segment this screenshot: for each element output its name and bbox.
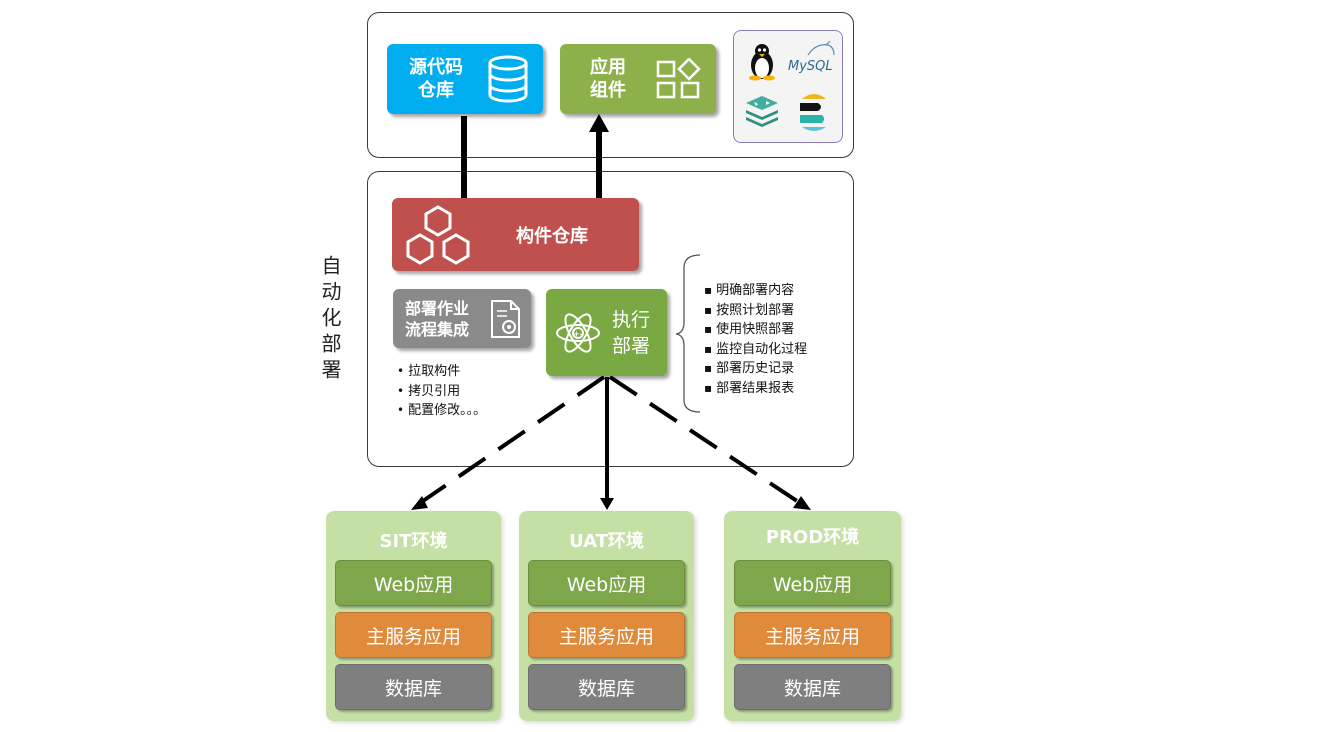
app-components-block: 应用 组件	[560, 44, 716, 114]
workflow-block: 部署作业 流程集成	[393, 289, 531, 348]
tier-database: 数据库	[734, 664, 891, 710]
features-brace	[675, 254, 701, 413]
env-prod-title: PROD环境	[765, 527, 860, 548]
components-icon	[656, 58, 701, 99]
list-item: 按照计划部署	[704, 301, 844, 321]
app-components-label: 应用 组件	[590, 57, 626, 101]
source-repo-block: 源代码 仓库	[387, 44, 543, 114]
side-label: 自动化部署	[318, 255, 342, 385]
tier-web: Web应用	[734, 560, 891, 606]
tech-logos-box: MySQL	[733, 30, 843, 143]
list-item: 监控自动化过程	[704, 340, 844, 360]
env-uat: UAT环境 Web应用 主服务应用 数据库	[519, 511, 694, 721]
tier-database: 数据库	[528, 664, 685, 710]
mysql-text: MySQL	[788, 59, 833, 74]
list-item: 拷贝引用	[397, 382, 537, 402]
mysql-dolphin-icon	[807, 41, 835, 56]
tier-main-service: 主服务应用	[734, 612, 891, 658]
execute-to-prod-dashed	[608, 375, 802, 505]
env-sit-title: SIT环境	[379, 531, 448, 552]
hexagons-icon	[406, 204, 470, 265]
env-uat-title: UAT环境	[569, 531, 644, 552]
list-item: 部署历史记录	[704, 359, 844, 379]
workflow-steps-list: 拉取构件 拷贝引用 配置修改。。。	[397, 362, 537, 421]
components-arrowhead	[589, 114, 609, 132]
execute-features-list: 明确部署内容 按照计划部署 使用快照部署 监控自动化过程 部署历史记录 部署结果…	[704, 281, 844, 398]
list-item: 拉取构件	[397, 362, 537, 382]
mysql-logo: MySQL	[788, 41, 840, 81]
artifact-repo-block: 构件仓库	[392, 198, 639, 271]
linux-tux-icon	[749, 44, 775, 81]
svg-text:+-: +-	[573, 329, 583, 338]
tier-main-service: 主服务应用	[528, 612, 685, 658]
uat-arrowhead	[600, 498, 614, 510]
execute-block: +- 执行 部署	[546, 289, 667, 376]
elastic-icon	[800, 94, 826, 131]
gear-document-icon	[491, 299, 520, 338]
workflow-label: 部署作业 流程集成	[405, 298, 470, 339]
source-repo-label: 源代码 仓库	[409, 57, 463, 101]
env-sit: SIT环境 Web应用 主服务应用 数据库	[326, 511, 501, 721]
atom-icon: +-	[556, 312, 600, 353]
tier-web: Web应用	[335, 560, 492, 606]
list-item: 明确部署内容	[704, 281, 844, 301]
tier-main-service: 主服务应用	[335, 612, 492, 658]
artifact-repo-label: 构件仓库	[516, 225, 588, 247]
list-item: 配置修改。。。	[397, 401, 537, 421]
tier-web: Web应用	[528, 560, 685, 606]
list-item: 部署结果报表	[704, 379, 844, 399]
database-icon	[488, 55, 528, 103]
redis-icon	[746, 96, 778, 127]
execute-label: 执行 部署	[612, 308, 651, 357]
list-item: 使用快照部署	[704, 320, 844, 340]
prod-arrowhead	[793, 496, 811, 510]
env-prod: PROD环境 Web应用 主服务应用 数据库	[724, 511, 901, 721]
tier-database: 数据库	[335, 664, 492, 710]
execute-to-sit-dashed	[418, 375, 606, 505]
sit-arrowhead	[411, 496, 428, 510]
